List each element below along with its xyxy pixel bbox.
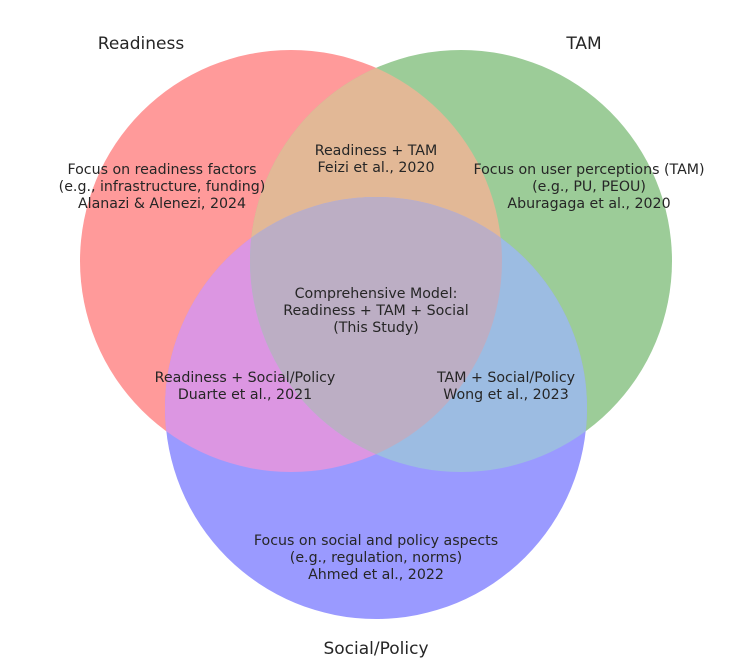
set-label-readiness: Readiness — [98, 34, 185, 54]
region-tam-social: TAM + Social/Policy Wong et al., 2023 — [436, 370, 575, 403]
region-social-only-line: Ahmed et al., 2022 — [308, 567, 444, 583]
region-social-only-line: (e.g., regulation, norms) — [290, 550, 462, 566]
region-tam-only-line: Aburagaga et al., 2020 — [507, 196, 670, 212]
region-readiness-only-line: Alanazi & Alenezi, 2024 — [78, 196, 246, 212]
region-center-line: Comprehensive Model: — [295, 286, 458, 302]
region-readiness-tam: Readiness + TAM Feizi et al., 2020 — [315, 143, 438, 176]
region-tam-only-line: (e.g., PU, PEOU) — [532, 179, 646, 195]
region-readiness-only: Focus on readiness factors (e.g., infras… — [59, 162, 266, 212]
region-tam-only-line: Focus on user perceptions (TAM) — [473, 162, 704, 178]
region-readiness-only-line: (e.g., infrastructure, funding) — [59, 179, 266, 195]
region-center-line: Readiness + TAM + Social — [283, 303, 468, 319]
region-readiness-only-line: Focus on readiness factors — [67, 162, 256, 178]
region-social-only-line: Focus on social and policy aspects — [254, 533, 498, 549]
set-label-tam: TAM — [565, 34, 601, 54]
region-readiness-social: Readiness + Social/Policy Duarte et al.,… — [155, 370, 336, 403]
region-readiness-tam-line: Readiness + TAM — [315, 143, 438, 159]
center-overlap — [250, 197, 502, 472]
region-readiness-social-line: Readiness + Social/Policy — [155, 370, 336, 386]
set-label-social: Social/Policy — [323, 639, 428, 659]
region-tam-only: Focus on user perceptions (TAM) (e.g., P… — [473, 162, 704, 212]
region-tam-social-line: TAM + Social/Policy — [436, 370, 575, 386]
region-center-line: (This Study) — [333, 320, 419, 336]
region-social-only: Focus on social and policy aspects (e.g.… — [254, 533, 498, 583]
region-tam-social-line: Wong et al., 2023 — [443, 387, 568, 403]
region-center: Comprehensive Model: Readiness + TAM + S… — [283, 286, 468, 336]
region-readiness-social-line: Duarte et al., 2021 — [178, 387, 312, 403]
region-readiness-tam-line: Feizi et al., 2020 — [317, 160, 434, 176]
